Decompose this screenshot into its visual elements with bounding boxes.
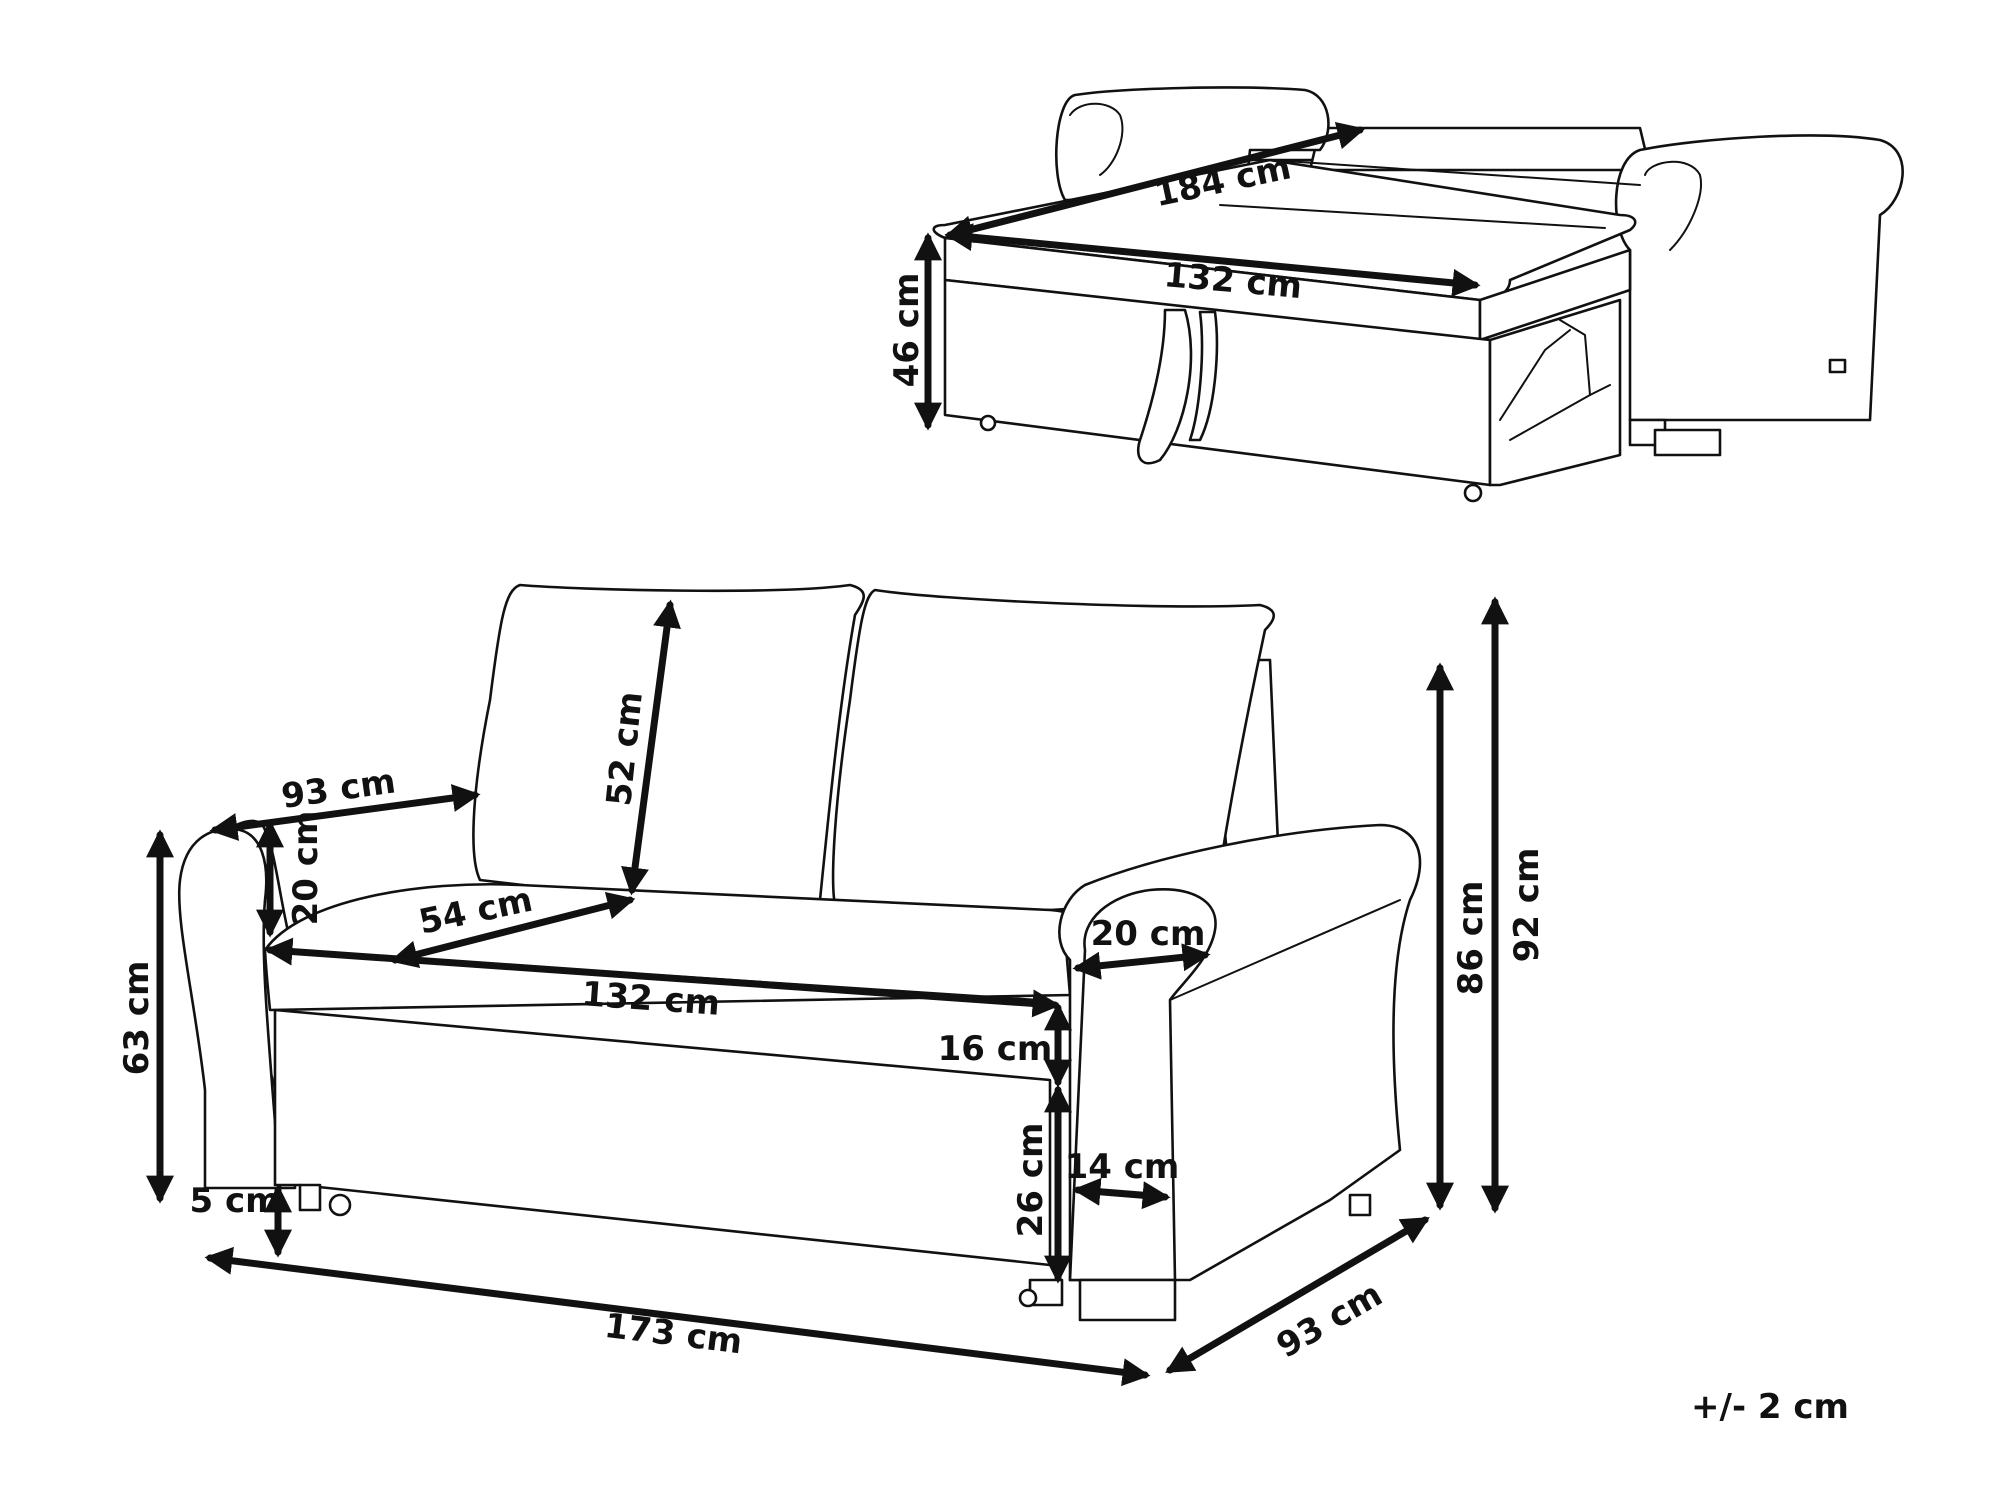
- label-arm-front-width: 14 cm: [1065, 1147, 1180, 1187]
- dim-line-bed-length: [944, 121, 1366, 244]
- label-arm-height-total: 63 cm: [117, 961, 157, 1076]
- label-arm-width: 20 cm: [1091, 914, 1206, 954]
- label-total-height: 92 cm: [1507, 848, 1547, 963]
- dim-line-total-width: [204, 1246, 1151, 1387]
- tolerance-note: +/- 2 cm: [1691, 1387, 1849, 1427]
- label-seat-width: 132 cm: [580, 974, 721, 1024]
- dim-line-back-cushion-height: [621, 599, 681, 896]
- dim-line-arm-width: [1072, 943, 1211, 980]
- dim-line-arm-front-width: [1072, 1177, 1171, 1210]
- dim-line-seat-width: [264, 937, 1061, 1018]
- label-total-depth: 93 cm: [1270, 1274, 1389, 1366]
- dimension-lines: [146, 121, 1509, 1387]
- label-seat-back-height: 86 cm: [1451, 881, 1491, 996]
- label-arm-height: 20 cm: [286, 811, 326, 926]
- dim-line-total-depth: [1165, 1216, 1430, 1374]
- label-leg-height: 5 cm: [189, 1181, 280, 1221]
- dim-line-bed-width: [944, 223, 1481, 297]
- label-bed-height: 46 cm: [887, 273, 927, 388]
- label-base-height: 26 cm: [1011, 1123, 1051, 1238]
- sofa-front-drawing: [177, 583, 1422, 1322]
- label-total-width: 173 cm: [602, 1306, 744, 1363]
- label-seat-cushion-height: 16 cm: [938, 1029, 1053, 1069]
- sofa-bed-unfolded-drawing: [932, 86, 1904, 503]
